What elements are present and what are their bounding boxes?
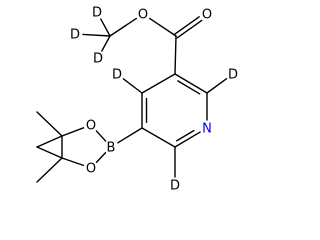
atom-label-o-bpin-1: O (86, 119, 96, 134)
bond-c5-b (117, 127, 143, 144)
bond-c_carbonyl-o_ester (148, 17, 177, 37)
bond-c3-c2 (174, 73, 208, 94)
bond-c6-c5 (141, 127, 176, 148)
atom-label-d-c4: D (112, 68, 122, 83)
bond-n1-c6 (174, 131, 201, 148)
bond-n1-c6-inner (176, 129, 195, 142)
atom-label-d-c2: D (228, 68, 238, 83)
bond-c_methyl-d_methyl_1 (100, 18, 111, 37)
bond-c_pin_1-me_1 (36, 111, 63, 137)
bond-o_bpin_1-c_pin_1 (61, 127, 85, 137)
bond-b-o_bpin_1 (95, 130, 107, 142)
bond-b-o_bpin_2 (95, 152, 107, 163)
bond-c_pin_2-me_3 (36, 146, 63, 159)
bond-c_methyl-d_methyl_3 (101, 35, 111, 52)
bond-o_bpin_2-c_pin_2 (61, 157, 85, 167)
bond-c_methyl-d_methyl_2 (82, 33, 111, 37)
atom-label-o-carbonyl: O (202, 8, 212, 23)
bond-c_carbonyl-o_carbonyl-b (174, 16, 200, 35)
atom-label-n1: N (202, 122, 212, 137)
bond-c_carbonyl-o_carbonyl-a (176, 19, 203, 39)
atom-label-d-methyl-2: D (70, 28, 80, 43)
bond-c4-c3 (141, 73, 176, 94)
atom-label-o-ester: O (138, 8, 148, 23)
bond-c_pin_1-me_2 (36, 135, 63, 148)
bond-c_pin_2-me_4 (36, 157, 63, 183)
atom-label-b: B (107, 141, 116, 156)
bond-c4-d_c4 (122, 78, 143, 94)
bond-c3-c2-inner (177, 80, 201, 95)
atom-label-d-c6: D (170, 179, 180, 194)
atom-label-d-methyl-1: D (92, 6, 102, 21)
bond-c_carbonyl-c3 (174, 35, 177, 75)
bond-c2-d_c2 (206, 78, 228, 94)
bond-o_ester-c_methyl (109, 17, 138, 37)
atom-label-d-methyl-3: D (93, 52, 103, 67)
atom-label-o-bpin-2: O (86, 162, 96, 177)
